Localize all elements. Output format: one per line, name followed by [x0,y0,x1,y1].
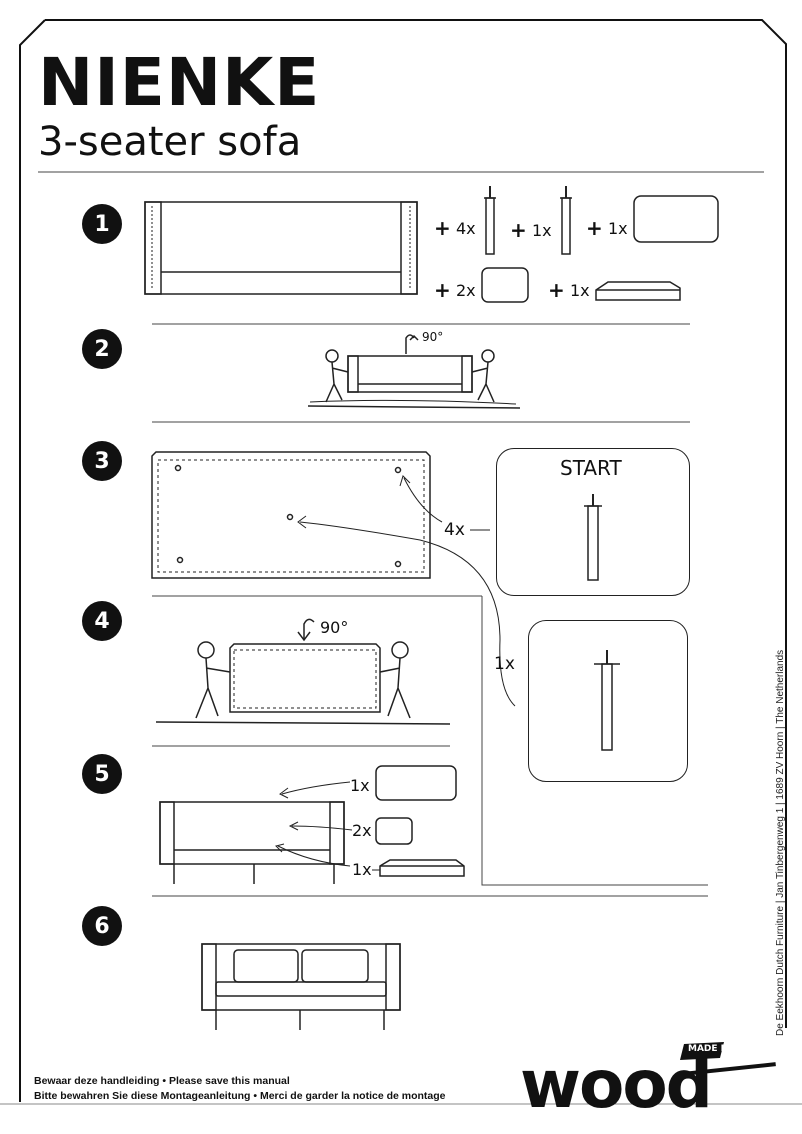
start-label: START [560,456,622,480]
start-leg-detail-box [496,448,690,596]
company-address: De Eekhoorn Dutch Furniture | Jan Tinber… [775,649,786,1036]
step-2-badge: 2 [82,329,122,369]
step-4-badge: 4 [82,601,122,641]
plus-icon: + [510,218,527,242]
qty-seat-cushion: 1x [570,281,590,300]
plus-icon: + [586,216,603,240]
step-5-qty-pillows: 2x [352,821,372,840]
step-4-qty: 1x [494,654,515,674]
logo-word: wood [520,1046,713,1123]
step-5-qty-seat: 1x [352,860,372,879]
qty-back-cushion: 1x [608,219,628,238]
step-1-badge: 1 [82,204,122,244]
qty-pillow: 2x [456,281,476,300]
product-subtitle: 3-seater sofa [38,119,302,165]
step-5-badge: 5 [82,754,122,794]
footer-line-1: Bewaar deze handleiding • Please save th… [34,1075,290,1087]
qty-legs: 4x [456,219,476,238]
plus-icon: + [434,216,451,240]
step-3-qty: 4x [444,520,465,540]
plus-icon: + [434,278,451,302]
step-6-badge: 6 [82,906,122,946]
logo-tag: MADE BY [688,1044,734,1054]
product-title: NIENKE [38,44,321,121]
center-leg-detail-box [528,620,688,782]
step-5-qty-back: 1x [350,776,370,795]
plus-icon: + [548,278,565,302]
step-3-badge: 3 [82,441,122,481]
qty-center-leg: 1x [532,221,552,240]
step-2-angle: 90° [422,330,444,344]
step-4-angle: 90° [320,618,349,637]
made-by-wood-logo: MADE BY wood [520,1038,782,1118]
footer-line-2: Bitte bewahren Sie diese Montageanleitun… [34,1090,446,1102]
